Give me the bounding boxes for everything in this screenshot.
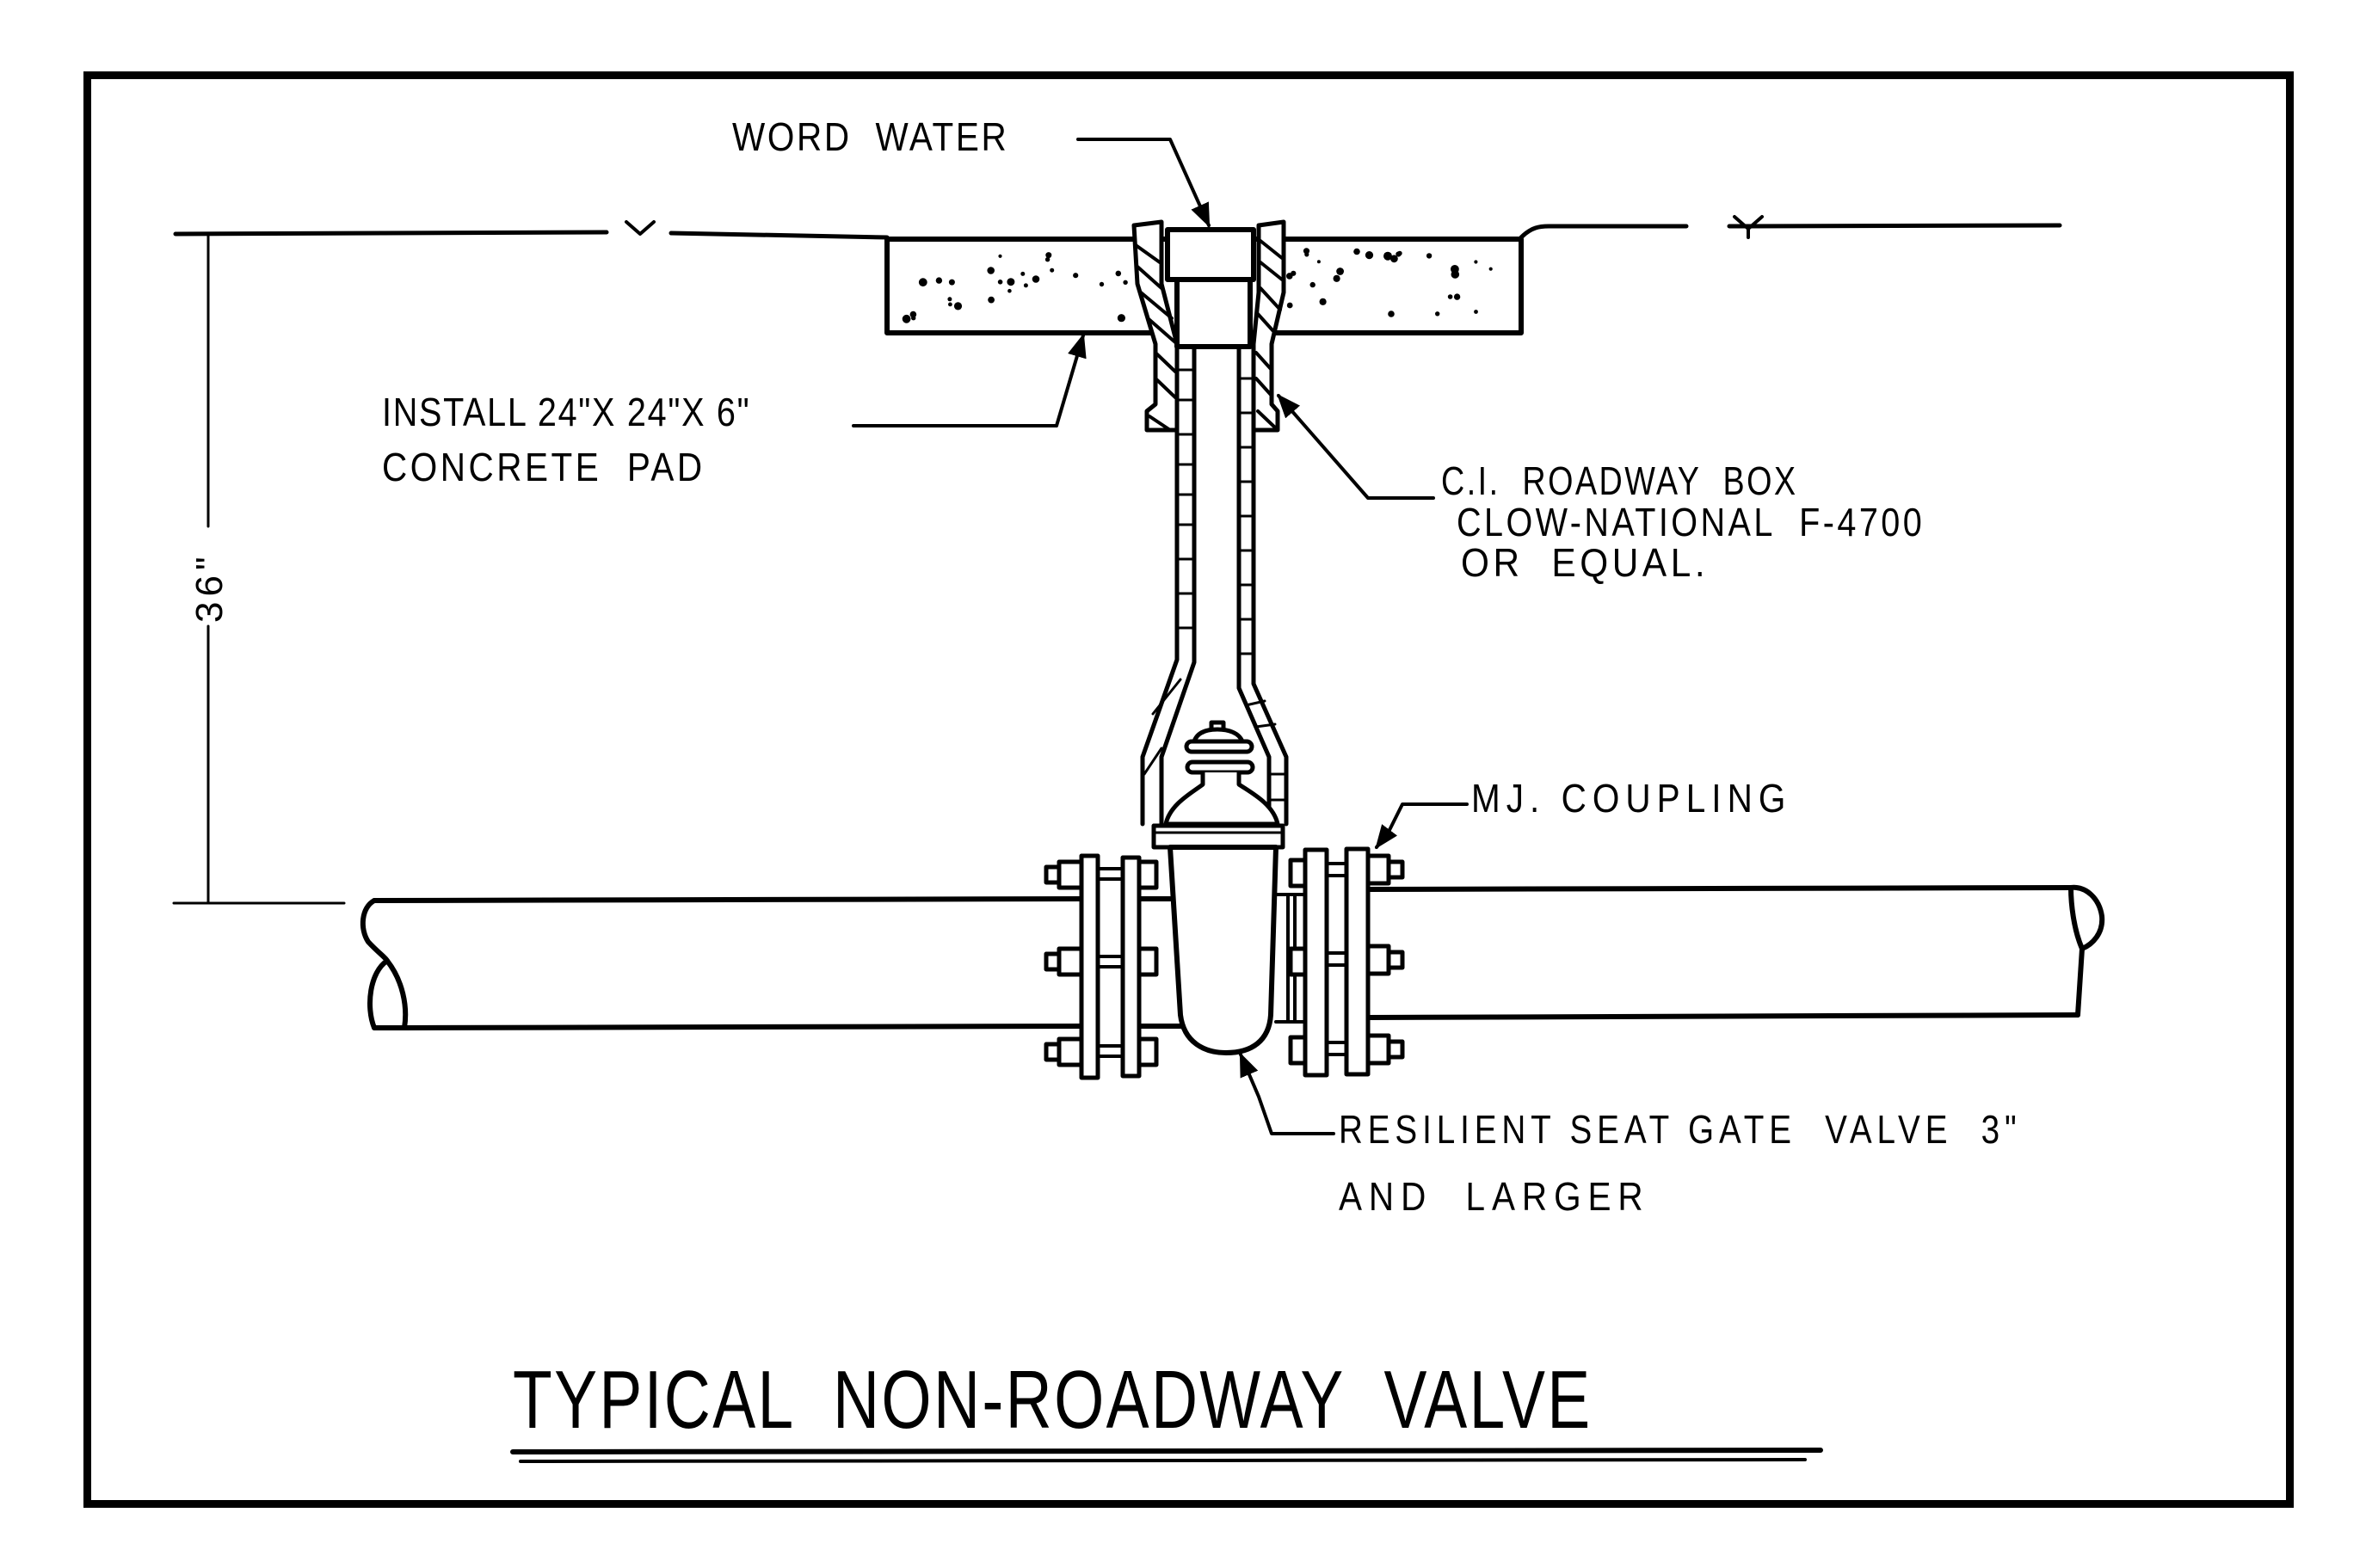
stipple-dot xyxy=(1451,270,1460,279)
stipple-dot xyxy=(935,277,943,284)
stipple-dot xyxy=(1319,298,1327,305)
ground-line xyxy=(173,223,2062,240)
mj-coupling-right xyxy=(1288,846,1405,1078)
stipple-dot xyxy=(1316,260,1321,264)
stipple-dot xyxy=(1303,248,1310,255)
callout-roadway-box-line3: OR EQUAL. xyxy=(1461,540,1710,585)
stipple-dot xyxy=(1453,293,1461,300)
leader-concrete-pad xyxy=(852,333,1087,427)
stipple-dot xyxy=(1032,275,1040,283)
roadway-box-sleeve xyxy=(1131,219,1286,433)
stipple-dot xyxy=(1390,255,1398,263)
stipple-dot xyxy=(1388,311,1395,317)
stipple-dot xyxy=(1007,288,1012,293)
mj-coupling-left xyxy=(1044,853,1159,1080)
callout-word-water: WORD WATER xyxy=(732,114,1009,159)
concrete-stipple xyxy=(902,248,1493,323)
stipple-dot xyxy=(911,316,916,321)
valve-box-lid xyxy=(1165,227,1256,349)
stipple-dot xyxy=(1023,283,1028,288)
roadway-box-shaft xyxy=(1140,344,1289,827)
stipple-dot xyxy=(1309,281,1315,288)
stipple-dot xyxy=(1488,267,1493,271)
stipple-dot xyxy=(948,302,952,307)
leader-gate-valve xyxy=(1239,1052,1335,1135)
valve-bonnet xyxy=(1151,720,1285,850)
stipple-dot xyxy=(1123,280,1128,285)
callout-concrete-pad-line1: INSTALL 24"X 24"X 6" xyxy=(382,390,751,434)
stipple-dot xyxy=(1115,270,1122,277)
stipple-dot xyxy=(1396,251,1402,257)
drawing-title: TYPICAL NON-ROADWAY VALVE xyxy=(513,1354,1593,1446)
stipple-dot xyxy=(1007,278,1015,286)
dimension-label: 36" xyxy=(188,551,231,623)
stipple-dot xyxy=(1050,267,1055,273)
callout-gate-valve-line2: AND LARGER xyxy=(1339,1174,1650,1219)
stipple-dot xyxy=(1474,310,1478,314)
stipple-dot xyxy=(997,280,1003,285)
callout-mj-coupling: MJ. COUPLING xyxy=(1471,776,1792,821)
dimension-line xyxy=(172,232,346,905)
drawing-border xyxy=(83,71,2294,1508)
callout-concrete-pad-line2: CONCRETE PAD xyxy=(382,445,705,489)
stipple-dot xyxy=(987,267,995,274)
stipple-dot xyxy=(918,278,927,287)
stipple-dot xyxy=(1447,294,1453,299)
stipple-dot xyxy=(1117,314,1125,323)
stipple-dot xyxy=(1073,273,1079,279)
stipple-dot xyxy=(947,297,952,302)
callout-gate-valve-line1: RESILIENT SEAT GATE VALVE 3" xyxy=(1339,1107,2022,1152)
stipple-dot xyxy=(1336,267,1344,275)
stipple-dot xyxy=(909,311,917,318)
stipple-dot xyxy=(1099,281,1105,287)
stipple-dot xyxy=(1353,248,1360,255)
grade-mark-icon xyxy=(625,215,1764,239)
bolt-nut-icon xyxy=(1044,859,1159,1067)
stipple-dot xyxy=(902,314,911,323)
stipple-dot xyxy=(998,254,1002,258)
stipple-dot xyxy=(1474,260,1478,264)
stipple-dot xyxy=(1333,274,1340,282)
stipple-dot xyxy=(1365,251,1374,260)
stipple-dot xyxy=(988,296,995,304)
stipple-dot xyxy=(953,302,963,311)
leader-lines xyxy=(852,138,1469,1135)
gate-valve-body xyxy=(1168,845,1279,1055)
stipple-dot xyxy=(1045,252,1052,259)
stipple-dot xyxy=(1286,302,1293,309)
stipple-dot xyxy=(1020,271,1026,276)
stipple-dot xyxy=(1286,273,1293,280)
stipple-dot xyxy=(1044,257,1051,262)
title-underline xyxy=(510,1448,1823,1463)
stipple-dot xyxy=(1426,253,1433,259)
water-main-pipe xyxy=(360,884,2105,1030)
stipple-dot xyxy=(1304,252,1309,257)
bolt-nut-icon xyxy=(1288,853,1405,1066)
stipple-dot xyxy=(948,279,955,286)
stipple-dot xyxy=(1383,251,1392,261)
callout-roadway-box-line1: C.I. ROADWAY BOX xyxy=(1441,458,1798,503)
leader-mj-coupling xyxy=(1375,802,1469,850)
callout-roadway-box-line2: CLOW-NATIONAL F-4700 xyxy=(1457,500,1925,544)
leader-word-water xyxy=(1076,138,1211,228)
stipple-dot xyxy=(1435,311,1440,317)
leader-roadway-box xyxy=(1277,393,1435,500)
